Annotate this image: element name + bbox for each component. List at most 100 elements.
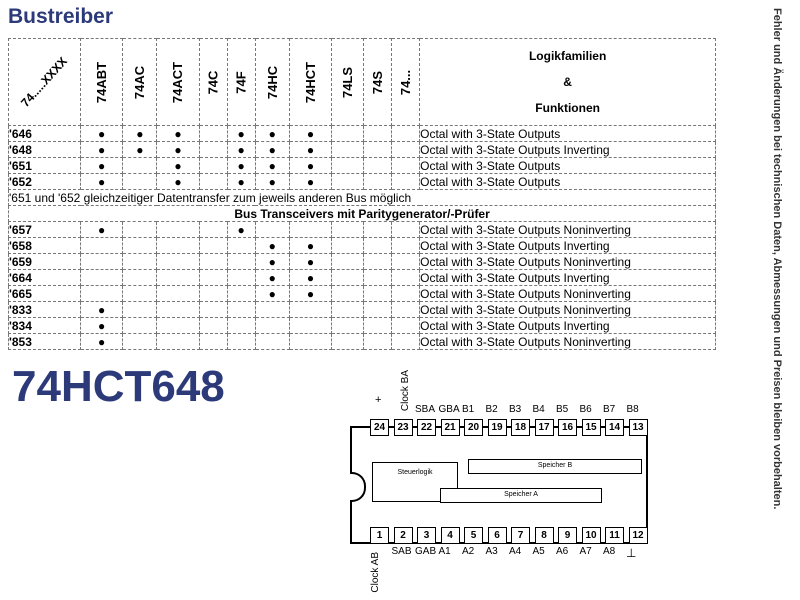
empty-cell — [331, 317, 365, 334]
steuerlogik-block: Steuerlogik — [372, 462, 458, 502]
empty-cell — [226, 317, 256, 334]
empty-cell — [391, 253, 421, 270]
empty-cell — [122, 317, 158, 334]
pin-label: GBA — [438, 404, 460, 415]
part-number: 74HCT648 — [12, 362, 225, 411]
empty-cell — [331, 301, 365, 318]
empty-cell — [156, 221, 200, 238]
ic-pin: 14 — [605, 419, 624, 436]
empty-cell — [122, 269, 158, 286]
availability-dot: ● — [288, 285, 333, 302]
availability-dot: ● — [79, 333, 124, 350]
empty-cell — [122, 301, 158, 318]
part-code: '853 — [8, 333, 81, 350]
pin-label: B3 — [509, 404, 522, 415]
pin-label: B1 — [462, 404, 475, 415]
empty-cell — [79, 253, 124, 270]
ic-pin: 22 — [417, 419, 436, 436]
empty-cell — [156, 237, 200, 254]
empty-cell — [79, 269, 124, 286]
function-description: Octal with 3-State Outputs Inverting — [419, 317, 717, 334]
ic-pin: 10 — [581, 527, 601, 544]
function-description: Octal with 3-State Outputs — [419, 125, 717, 142]
family-label: 74HC — [264, 65, 280, 99]
ic-pin: 19 — [487, 419, 507, 436]
availability-dot: ● — [79, 317, 124, 334]
part-code: '652 — [8, 173, 81, 190]
empty-cell — [331, 269, 365, 286]
empty-cell — [288, 301, 333, 318]
function-description: Octal with 3-State Outputs Inverting — [419, 237, 717, 254]
family-header: 74S — [363, 38, 393, 126]
empty-cell — [198, 221, 228, 238]
empty-cell — [363, 125, 393, 142]
empty-cell — [122, 237, 158, 254]
empty-cell — [198, 301, 228, 318]
empty-cell — [198, 237, 228, 254]
ic-pin: 1 — [370, 527, 389, 544]
family-label: 74S — [370, 70, 386, 94]
pin-label: A6 — [556, 546, 569, 557]
empty-cell — [226, 285, 256, 302]
pin-label: B5 — [556, 404, 569, 415]
family-header: 74HC — [254, 38, 290, 126]
empty-cell — [156, 269, 200, 286]
empty-cell — [331, 173, 365, 190]
family-label: 74C — [205, 70, 221, 94]
availability-dot: ● — [156, 125, 200, 142]
empty-cell — [122, 157, 158, 174]
empty-cell — [122, 333, 158, 350]
ic-pin: 15 — [581, 419, 601, 436]
note-row: '651 und '652 gleichzeitiger Datentransf… — [7, 189, 717, 206]
part-code: '651 — [8, 157, 81, 174]
empty-cell — [363, 301, 393, 318]
empty-cell — [391, 157, 421, 174]
empty-cell — [331, 253, 365, 270]
table-row: '646●●●●●●Octal with 3-State Outputs — [8, 125, 717, 142]
empty-cell — [363, 221, 393, 238]
ic-pin: 23 — [393, 419, 413, 436]
empty-cell — [198, 269, 228, 286]
function-description: Octal with 3-State Outputs Noninverting — [419, 301, 717, 318]
availability-dot: ● — [79, 141, 124, 158]
availability-dot: ● — [288, 141, 333, 158]
pin-label: A5 — [532, 546, 545, 557]
table-row: '657●●Octal with 3-State Outputs Noninve… — [8, 221, 717, 238]
pin-label: B8 — [626, 404, 639, 415]
table-row: '651●●●●●Octal with 3-State Outputs — [8, 157, 717, 174]
pin-label: GAB — [415, 546, 437, 557]
page-title: Bustreiber — [8, 5, 114, 28]
empty-cell — [391, 269, 421, 286]
empty-cell — [391, 285, 421, 302]
ic-pin: 12 — [628, 527, 648, 544]
empty-cell — [122, 221, 158, 238]
availability-dot: ● — [254, 141, 290, 158]
corner-header: 74.....XXXX — [8, 38, 81, 126]
family-label: 74F — [233, 70, 249, 94]
family-header: 74LS — [331, 38, 365, 126]
availability-dot: ● — [79, 221, 124, 238]
part-code: '834 — [8, 317, 81, 334]
availability-dot: ● — [288, 237, 333, 254]
function-description: Octal with 3-State Outputs Inverting — [419, 269, 717, 286]
ic-notch — [350, 472, 366, 502]
family-header: 74ACT — [156, 38, 200, 126]
empty-cell — [391, 317, 421, 334]
empty-cell — [254, 301, 290, 318]
empty-cell — [288, 333, 333, 350]
availability-dot: ● — [156, 141, 200, 158]
empty-cell — [254, 221, 290, 238]
function-description: Octal with 3-State Outputs Inverting — [419, 141, 717, 158]
table-row: '833●Octal with 3-State Outputs Noninver… — [8, 301, 717, 318]
note-text: '651 und '652 gleichzeitiger Datentransf… — [7, 189, 717, 206]
ic-pin: 5 — [464, 527, 483, 544]
pin-label: A7 — [579, 546, 592, 557]
part-code: '658 — [8, 237, 81, 254]
empty-cell — [391, 221, 421, 238]
empty-cell — [331, 237, 365, 254]
pin-label: A3 — [485, 546, 498, 557]
section-row: Bus Transceivers mit Paritygenerator/-Pr… — [7, 205, 717, 222]
pin-label: A8 — [603, 546, 616, 557]
